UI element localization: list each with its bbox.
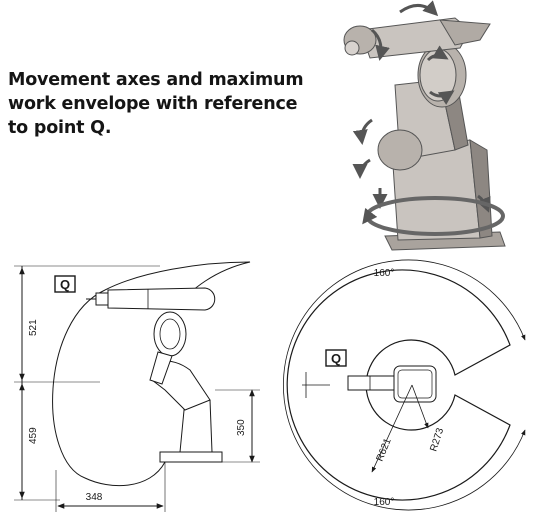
side-view: Q 521 459 350 348 bbox=[14, 261, 260, 512]
radius-inner-label: R273 bbox=[428, 426, 446, 453]
dim-lower-label: 459 bbox=[28, 427, 39, 444]
dim-reach-label: 348 bbox=[86, 492, 103, 503]
side-reference-q-box bbox=[54, 275, 76, 293]
heading-line-3: to point Q. bbox=[8, 118, 112, 138]
robot-illustration bbox=[343, 0, 506, 251]
radius-outer-label: R621 bbox=[375, 436, 394, 463]
heading-line-2: work envelope with reference bbox=[8, 94, 298, 114]
top-reference-q-label: Q bbox=[331, 351, 341, 366]
top-reference-q-box bbox=[325, 349, 347, 367]
side-reference-q-label: Q bbox=[60, 277, 70, 292]
heading-line-1: Movement axes and maximum bbox=[8, 70, 304, 90]
dim-upper-label: 521 bbox=[28, 319, 39, 336]
diagram-heading: Movement axes and maximum work envelope … bbox=[8, 68, 308, 140]
dim-base-height-label: 350 bbox=[236, 419, 247, 436]
angle-top-label: 160° bbox=[374, 268, 395, 279]
angle-bottom-label: 160° bbox=[374, 497, 395, 508]
top-view: Q 160° 160° R621 R273 bbox=[283, 259, 526, 511]
